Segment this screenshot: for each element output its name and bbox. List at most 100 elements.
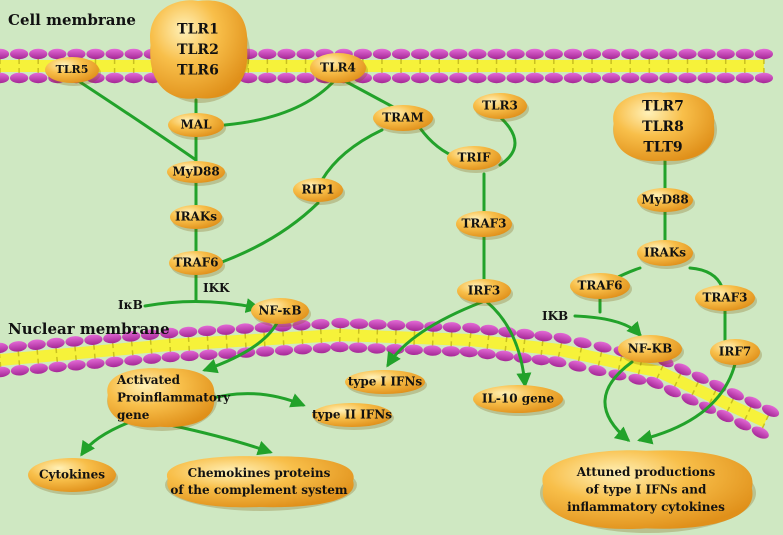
cell-membrane-lipid-head	[602, 48, 621, 60]
node-tlr3: TLR3	[473, 93, 529, 122]
node-label: TLT9	[643, 139, 682, 155]
nuclear-membrane-lipid-head	[179, 326, 198, 338]
nuclear-membrane-lipid-head	[199, 349, 218, 360]
nuclear-membrane-lipid-head	[534, 330, 553, 342]
node-shape	[637, 240, 693, 266]
nuclear-membrane-lipid-head	[293, 343, 313, 355]
node-shape	[373, 105, 433, 131]
cell-membrane-lipid-head	[716, 48, 735, 60]
nuclear-membrane-lipid-head	[459, 346, 478, 358]
cell-membrane-lipid-head	[754, 48, 774, 60]
nuclear-membrane-lipid-head	[254, 322, 273, 333]
node-shape	[107, 368, 215, 428]
nuclear-membrane-lipid-head	[65, 336, 84, 347]
node-shape	[150, 0, 248, 99]
nuclear-membrane-lipid-head	[513, 352, 532, 364]
node-shape	[28, 458, 116, 492]
nuclear-membrane-lipid-head	[124, 355, 143, 366]
nuclear-membrane-lipid-head	[311, 318, 330, 330]
nuclear-membrane-lipid-head	[218, 348, 237, 359]
connector-tlr5-myd88	[78, 80, 198, 162]
nuclear-membrane-lipid-head	[84, 334, 103, 345]
node-label: type I IFNs	[348, 375, 423, 389]
cell-membrane-lipid-head	[506, 72, 525, 84]
ikb-right-label: IKB	[542, 309, 568, 323]
node-tlr5: TLR5	[45, 57, 101, 86]
node-label: IRAKs	[175, 210, 217, 224]
node-il10-gene: IL-10 gene	[473, 385, 565, 416]
nuclear-membrane-lipid-head	[387, 319, 406, 331]
cell-membrane-lipid-head	[391, 48, 411, 60]
cell-membrane-lipid-head	[67, 48, 86, 60]
nuclear-membrane-lipid-head	[46, 337, 65, 349]
nuclear-membrane-lipid-head	[67, 360, 86, 371]
node-label: IRAKs	[644, 246, 686, 260]
node-tlr4: TLR4	[310, 53, 368, 86]
node-traf6-right: TRAF6	[570, 273, 632, 302]
node-label: TLR5	[56, 63, 89, 76]
nuclear-membrane-lipid-head	[29, 363, 48, 374]
node-label: TLR7	[642, 99, 684, 115]
cell-membrane-lipid-head	[29, 72, 48, 84]
connector-tlr4-mal	[223, 78, 337, 127]
cell-membrane-lipid-head	[411, 48, 430, 60]
connector-nfkb-gene	[202, 321, 279, 374]
nuclear-membrane-lipid-head	[197, 325, 217, 337]
node-type2-ifns: type II IFNs	[312, 403, 394, 430]
node-label: TLR8	[642, 119, 684, 135]
nuclear-membrane-lipid-head	[462, 322, 481, 334]
node-shape	[695, 285, 755, 311]
nuclear-membrane-lipid-head	[331, 317, 350, 329]
node-irf7: IRF7	[710, 339, 762, 368]
cell-membrane-lipid-head	[525, 48, 544, 60]
nuclear-membrane-lipid-head	[516, 328, 535, 340]
node-shape	[168, 113, 224, 137]
connector-ikb-nfkb	[143, 298, 261, 313]
node-label: TRAF3	[461, 217, 506, 231]
connector-gene-chemokines	[168, 423, 273, 456]
cell-membrane-lipid-head	[258, 72, 277, 84]
cell-membrane-lipid-head	[449, 72, 468, 84]
node-trif: TRIF	[447, 146, 503, 173]
nuclear-membrane-lipid-head	[292, 320, 311, 331]
node-label: IRF7	[719, 345, 751, 359]
connector-irf3-type1	[386, 300, 484, 368]
cell-membrane-lipid-head	[372, 48, 392, 60]
node-myd88-left: MyD88	[167, 161, 227, 186]
nuclear-membrane-lipid-head	[480, 324, 499, 336]
cell-membrane-lipid-head	[582, 72, 602, 84]
cell-membrane-lipid-head	[258, 48, 277, 60]
node-traf3-right: TRAF3	[695, 285, 757, 314]
nuclear-membrane-lipid-head	[0, 366, 11, 378]
node-nfkb-left: NF-κB	[251, 298, 311, 327]
node-label: TLR1	[177, 22, 219, 38]
node-label: TLR4	[320, 61, 356, 75]
node-traf6-left: TRAF6	[169, 251, 225, 278]
connector-iraks-traf3-right	[688, 266, 724, 289]
nuclear-membrane-lipid-head	[495, 350, 514, 362]
cell-membrane-lipid-head	[563, 72, 583, 84]
cell-membrane-lipid-head	[621, 72, 640, 84]
nuclear-membrane-lipid-head	[348, 342, 368, 353]
connector-irf7-attuned	[637, 362, 737, 445]
node-label: MyD88	[641, 193, 688, 207]
cell-membrane-lipid-head	[544, 48, 563, 60]
node-shape	[570, 273, 630, 299]
node-myd88-right: MyD88	[637, 188, 695, 215]
node-iraks-right: IRAKs	[637, 240, 695, 269]
cell-membrane-lipid-head	[277, 72, 296, 84]
cell-membrane-lipid-head	[353, 48, 372, 60]
cell-membrane-lipid-head	[506, 48, 525, 60]
nuclear-membrane-lipid-head	[48, 361, 67, 373]
nuclear-membrane-lipid-head	[716, 409, 734, 423]
node-shape	[167, 161, 225, 183]
cell-membrane-lipid-head	[640, 48, 659, 60]
node-label: gene	[117, 408, 150, 422]
nuclear-membrane-lipid-head	[477, 348, 496, 360]
node-label: Cytokines	[39, 468, 105, 482]
cell-membrane-lipid-head	[239, 72, 258, 84]
node-shape	[169, 251, 223, 275]
node-shape	[293, 178, 343, 202]
